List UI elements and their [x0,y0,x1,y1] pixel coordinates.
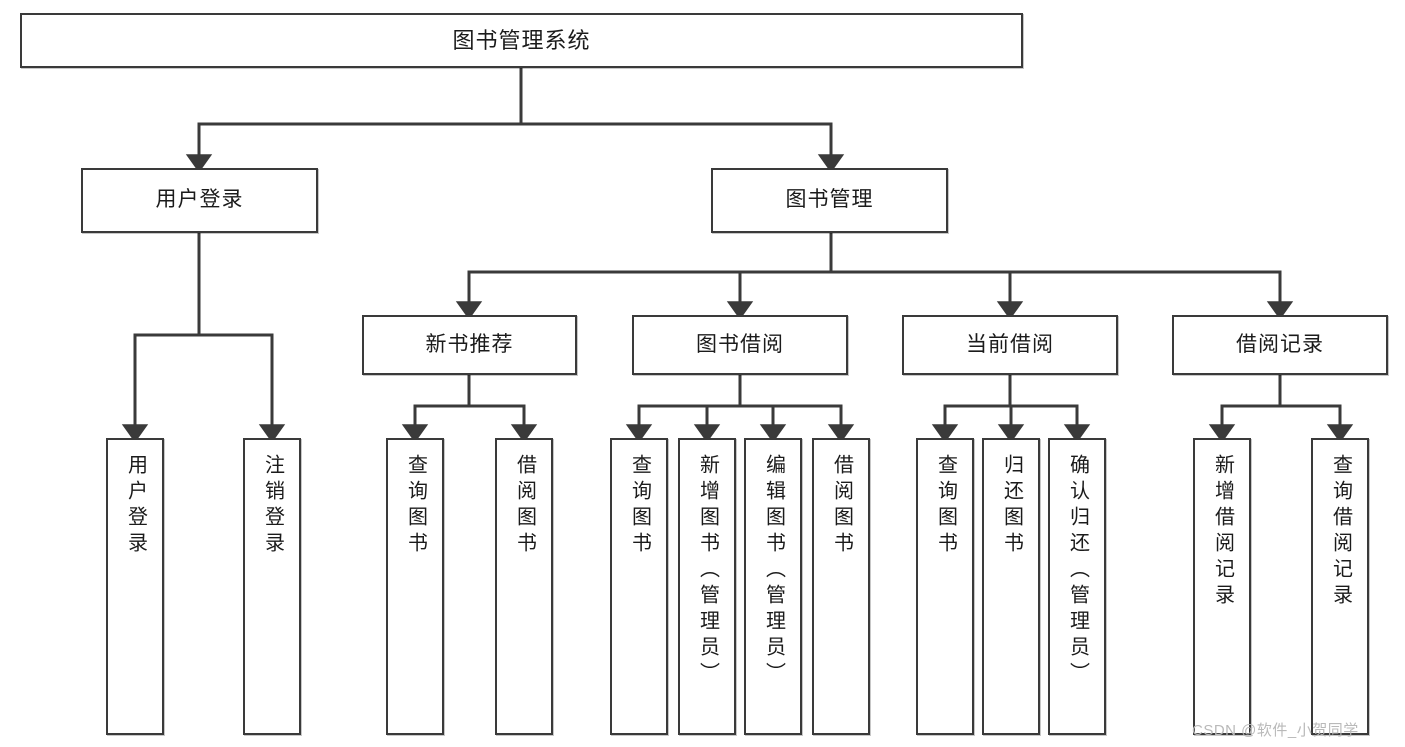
leaf-record-query-record[interactable]: 查询借阅记录 [1311,438,1369,735]
node-current-borrow[interactable]: 当前借阅 [902,315,1118,375]
leaf-borrow-query-book[interactable]: 查询图书 [610,438,668,735]
node-book-management[interactable]: 图书管理 [711,168,948,233]
node-label: 图书借阅 [696,332,784,356]
leaf-borrow-add-book-admin[interactable]: 新增图书（管理员） [678,438,736,735]
node-user-login[interactable]: 用户登录 [81,168,318,233]
node-label: 图书管理 [785,188,874,212]
node-label: 当前借阅 [966,332,1054,356]
node-label: 用户登录 [124,454,147,558]
leaf-current-return-book[interactable]: 归还图书 [982,438,1040,735]
node-new-book-recommend[interactable]: 新书推荐 [362,315,577,375]
node-label: 归还图书 [1000,454,1023,558]
leaf-borrow-borrow-book[interactable]: 借阅图书 [812,438,870,735]
node-label: 查询图书 [934,454,957,558]
node-label: 借阅记录 [1236,332,1324,356]
node-label: 借阅图书 [830,454,853,558]
leaf-borrow-edit-book-admin[interactable]: 编辑图书（管理员） [744,438,802,735]
leaf-current-query-book[interactable]: 查询图书 [916,438,974,735]
node-label: 新增图书（管理员） [696,454,719,688]
leaf-recommend-query-book[interactable]: 查询图书 [386,438,444,735]
node-label: 用户登录 [155,188,244,212]
leaf-current-confirm-return-admin[interactable]: 确认归还（管理员） [1048,438,1106,735]
node-label: 编辑图书（管理员） [762,454,785,688]
node-root-system[interactable]: 图书管理系统 [20,13,1023,68]
node-label: 新增借阅记录 [1211,454,1234,610]
node-book-borrow[interactable]: 图书借阅 [632,315,848,375]
node-label: 确认归还（管理员） [1066,454,1089,688]
node-label: 注销登录 [261,454,284,558]
node-label: 新书推荐 [425,332,514,356]
leaf-user-login-signout[interactable]: 注销登录 [243,438,301,735]
node-label: 查询图书 [404,454,427,558]
node-label: 图书管理系统 [452,27,591,53]
node-label: 查询图书 [628,454,651,558]
leaf-user-login-signin[interactable]: 用户登录 [106,438,164,735]
leaf-record-add-record[interactable]: 新增借阅记录 [1193,438,1251,735]
node-label: 借阅图书 [513,454,536,558]
leaf-recommend-borrow-book[interactable]: 借阅图书 [495,438,553,735]
watermark-text: CSDN @软件_小贺同学 [1192,722,1359,739]
node-borrow-record[interactable]: 借阅记录 [1172,315,1388,375]
node-label: 查询借阅记录 [1329,454,1352,610]
